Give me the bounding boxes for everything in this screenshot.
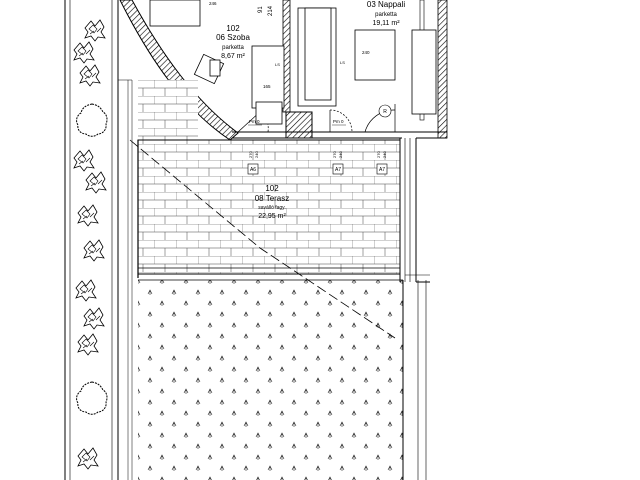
svg-text:270: 270 [376, 151, 381, 158]
svg-text:parketta: parketta [222, 45, 244, 51]
svg-text:240: 240 [362, 50, 370, 55]
svg-text:Pm 0: Pm 0 [249, 119, 260, 124]
svg-text:240: 240 [254, 151, 259, 158]
room-label-szoba: 102 06 Szoba parketta 8,67 m² [216, 24, 250, 60]
planting-row [73, 19, 108, 470]
svg-text:A7: A7 [335, 167, 341, 173]
svg-text:165: 165 [263, 84, 271, 89]
svg-text:08 Terasz: 08 Terasz [255, 194, 290, 203]
garden-lawn [138, 279, 427, 480]
svg-text:06 Szoba: 06 Szoba [216, 33, 250, 42]
svg-text:LS: LS [275, 62, 280, 67]
svg-text:8,67 m²: 8,67 m² [221, 53, 245, 60]
svg-text:LS: LS [340, 60, 345, 65]
svg-text:saválló fagy.: saválló fagy. [258, 205, 285, 211]
svg-text:270: 270 [332, 151, 337, 158]
element-tags: A6 A7 A7 R [247, 104, 392, 175]
svg-text:R: R [383, 109, 387, 115]
svg-text:22,95 m²: 22,95 m² [258, 213, 286, 220]
svg-text:parketta: parketta [375, 12, 397, 18]
dimension-labels: 246 91 214 240 165 270 240 270 240 270 2… [209, 1, 387, 158]
svg-text:246: 246 [209, 1, 217, 6]
svg-text:19,11 m²: 19,11 m² [372, 20, 400, 27]
svg-text:03 Nappali: 03 Nappali [367, 0, 405, 9]
curved-wall [119, 0, 239, 141]
level-marks: Pm 0 Pm 0 [248, 119, 346, 126]
svg-text:A7: A7 [379, 167, 385, 173]
svg-text:214: 214 [268, 5, 274, 16]
svg-text:A6: A6 [250, 167, 256, 173]
dashed-line [129, 139, 396, 339]
svg-text:240: 240 [338, 151, 343, 158]
furniture [149, 0, 437, 125]
svg-text:102: 102 [226, 24, 240, 33]
svg-text:240: 240 [382, 151, 387, 158]
room-label-nappali: 03 Nappali parketta 19,11 m² [367, 0, 405, 27]
svg-text:270: 270 [248, 151, 253, 158]
terrace [137, 80, 401, 278]
landscaping-strip [64, 0, 133, 480]
svg-text:Pm 0: Pm 0 [333, 119, 344, 124]
svg-text:102: 102 [265, 184, 279, 193]
svg-text:91: 91 [258, 6, 264, 13]
room-label-terasz: 102 08 Terasz saválló fagy. 22,95 m² [255, 184, 290, 220]
